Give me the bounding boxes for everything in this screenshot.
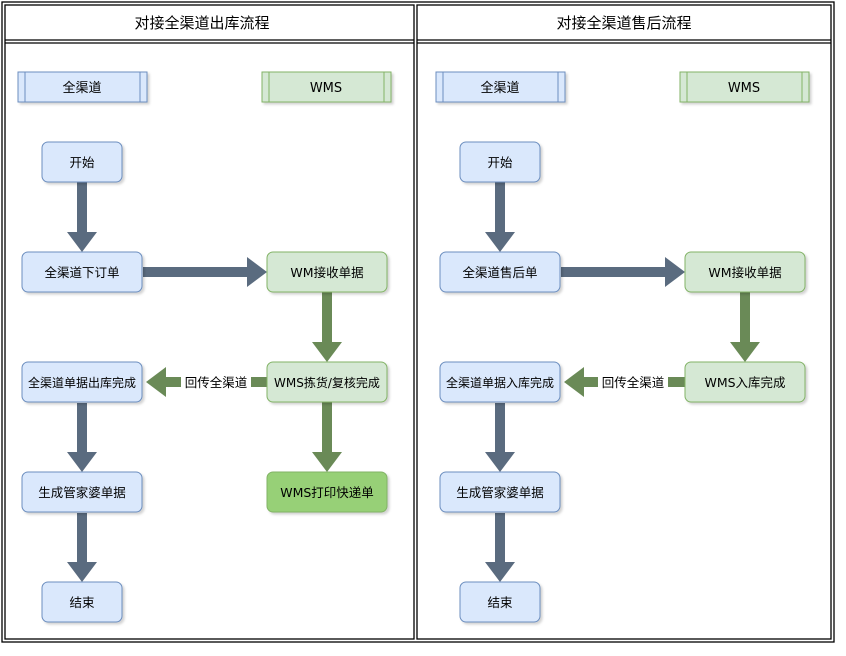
right-lane-quanqudao: 全渠道 [435, 71, 566, 103]
left-return-label-text: 回传全渠道 [185, 375, 248, 390]
right-arrow-gen-end [485, 513, 515, 582]
left-node-wm-receive: WM接收单据 [266, 251, 388, 293]
right-panel-title: 对接全渠道售后流程 [556, 14, 691, 32]
left-node-wm-receive-label: WM接收单据 [290, 265, 363, 280]
right-arrow-receive-inbound [730, 292, 760, 362]
left-node-end: 结束 [41, 581, 123, 623]
right-arrow-order-receive [561, 257, 685, 287]
right-return-label-text: 回传全渠道 [602, 375, 665, 390]
right-arrow-start-order [485, 182, 515, 252]
left-panel-title: 对接全渠道出库流程 [134, 14, 269, 32]
left-node-wms-pick-label: WMS拣货/复核完成 [274, 375, 380, 390]
right-node-end-label: 结束 [487, 595, 513, 610]
right-node-wms-inbound-label: WMS入库完成 [704, 375, 785, 390]
right-lane-wms: WMS [679, 71, 810, 103]
left-node-outbound-done: 全渠道单据出库完成 [21, 361, 143, 403]
right-node-inbound-done: 全渠道单据入库完成 [439, 361, 561, 403]
left-node-order: 全渠道下订单 [21, 251, 143, 293]
left-arrow-start-order [67, 182, 97, 252]
left-arrow-gen-end [67, 513, 97, 582]
outer-frame [1, 1, 835, 643]
left-node-gen-label: 生成管家婆单据 [38, 485, 126, 500]
right-lane-wms-label: WMS [728, 81, 760, 96]
right-node-start: 开始 [459, 141, 541, 183]
left-node-print-label: WMS打印快递单 [280, 485, 374, 500]
left-arrow-order-receive [143, 257, 267, 287]
left-return-label: 回传全渠道 [181, 370, 251, 394]
right-node-start-label: 开始 [487, 155, 513, 170]
right-node-order: 全渠道售后单 [439, 251, 561, 293]
left-arrow-outbound-gen [67, 403, 97, 472]
left-arrow-receive-pick [312, 292, 342, 362]
left-lane-quanqudao: 全渠道 [17, 71, 148, 103]
left-node-gen: 生成管家婆单据 [21, 471, 143, 513]
left-panel: 对接全渠道出库流程 全渠道 WMS 开始 全渠道下订单 [4, 4, 415, 640]
left-node-order-label: 全渠道下订单 [44, 265, 119, 280]
left-lane-quanqudao-label: 全渠道 [62, 80, 101, 96]
right-node-inbound-done-label: 全渠道单据入库完成 [446, 375, 554, 390]
right-lane-quanqudao-label: 全渠道 [480, 80, 519, 96]
right-node-wm-receive-label: WM接收单据 [708, 265, 781, 280]
left-lane-wms-label: WMS [310, 81, 342, 96]
left-arrow-pick-print [312, 402, 342, 472]
left-node-outbound-done-label: 全渠道单据出库完成 [28, 375, 136, 390]
right-node-wm-receive: WM接收单据 [684, 251, 806, 293]
left-node-wms-pick: WMS拣货/复核完成 [266, 361, 388, 403]
right-node-order-label: 全渠道售后单 [462, 265, 537, 280]
left-node-print: WMS打印快递单 [266, 471, 388, 513]
left-node-start: 开始 [41, 141, 123, 183]
right-node-gen-label: 生成管家婆单据 [456, 485, 544, 500]
right-return-label: 回传全渠道 [598, 370, 668, 394]
right-node-wms-inbound: WMS入库完成 [684, 361, 806, 403]
right-panel: 对接全渠道售后流程 全渠道 WMS 开始 全渠道售后单 [416, 4, 832, 640]
right-node-end: 结束 [459, 581, 541, 623]
right-node-gen: 生成管家婆单据 [439, 471, 561, 513]
left-node-start-label: 开始 [69, 155, 95, 170]
right-arrow-inbound-gen [485, 403, 515, 472]
left-lane-wms: WMS [261, 71, 392, 103]
left-node-end-label: 结束 [69, 595, 95, 610]
